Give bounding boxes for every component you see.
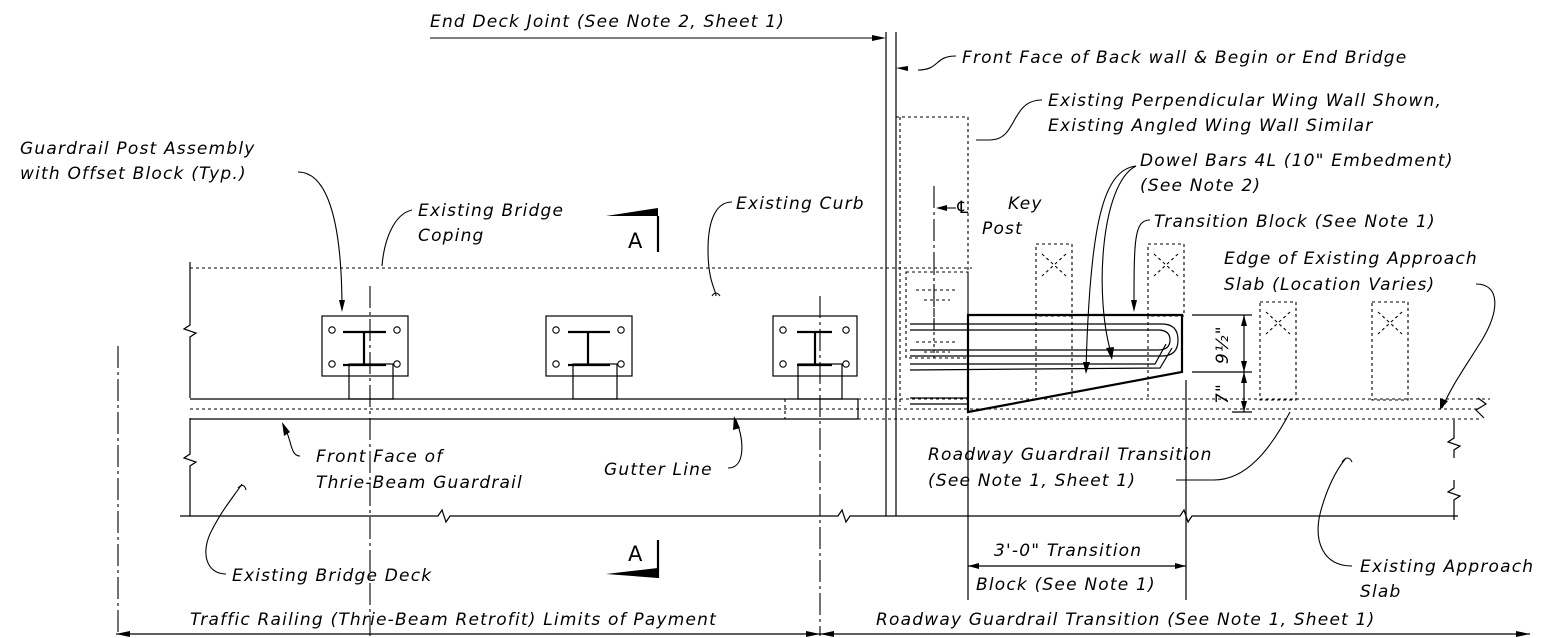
label-key-post-1: Key bbox=[1008, 194, 1043, 214]
existing-wing-wall bbox=[896, 116, 969, 406]
section-label-bottom: A bbox=[628, 542, 644, 566]
label-front-face-thrie-2: Thrie-Beam Guardrail bbox=[316, 473, 523, 493]
section-marker-bottom bbox=[606, 540, 660, 578]
label-wing-wall-1: Existing Perpendicular Wing Wall Shown, bbox=[1048, 91, 1442, 111]
label-dowel-bars-1: Dowel Bars 4L (10" Embedment) bbox=[1140, 151, 1454, 171]
approach-posts bbox=[1035, 243, 1409, 401]
label-gutter-line: Gutter Line bbox=[604, 460, 713, 480]
label-dowel-bars-2: (See Note 2) bbox=[1140, 176, 1261, 196]
label-key-post-2: Post bbox=[982, 219, 1023, 239]
label-existing-bridge-coping-2: Coping bbox=[418, 226, 485, 246]
label-front-face-thrie-1: Front Face of bbox=[316, 447, 445, 467]
dim-label-9-5: 9½" bbox=[1213, 325, 1233, 364]
vertical-dimensions bbox=[1192, 314, 1252, 413]
label-roadway-transition-bottom: Roadway Guardrail Transition (See Note 1… bbox=[876, 610, 1375, 630]
section-label-top: A bbox=[628, 229, 644, 253]
end-deck-joint bbox=[430, 32, 908, 516]
section-marker-top bbox=[606, 208, 660, 252]
label-front-face-backwall: Front Face of Back wall & Begin or End B… bbox=[962, 48, 1407, 68]
centerlines bbox=[117, 186, 935, 636]
guardrail-post-assembly-1 bbox=[321, 315, 409, 400]
label-edge-approach-1: Edge of Existing Approach bbox=[1224, 249, 1478, 269]
guardrail-post-assembly-2 bbox=[545, 315, 633, 400]
leader-lines bbox=[205, 55, 1496, 575]
label-roadway-transition-1: Roadway Guardrail Transition bbox=[928, 445, 1213, 465]
label-payment-limits: Traffic Railing (Thrie-Beam Retrofit) Li… bbox=[190, 610, 717, 630]
deck-break-lines bbox=[180, 262, 1458, 524]
approach-slab-edges bbox=[858, 397, 1490, 520]
annotations: End Deck Joint (See Note 2, Sheet 1) Fro… bbox=[20, 12, 1534, 630]
centerline-symbol: ℄ bbox=[955, 198, 971, 218]
label-transition-block: Transition Block (See Note 1) bbox=[1154, 212, 1436, 232]
label-existing-approach-slab-2: Slab bbox=[1360, 582, 1402, 602]
transition-block bbox=[909, 313, 1184, 414]
label-guardrail-post-2: with Offset Block (Typ.) bbox=[20, 164, 247, 184]
label-transition-dim-2: Block (See Note 1) bbox=[976, 575, 1156, 595]
label-roadway-transition-2: (See Note 1, Sheet 1) bbox=[928, 471, 1136, 491]
label-existing-curb: Existing Curb bbox=[736, 194, 865, 214]
label-existing-approach-slab-1: Existing Approach bbox=[1360, 557, 1534, 577]
key-post bbox=[916, 272, 958, 358]
label-existing-bridge-deck: Existing Bridge Deck bbox=[232, 566, 432, 586]
guardrail-post-assembly-3 bbox=[772, 315, 858, 400]
label-existing-bridge-coping-1: Existing Bridge bbox=[418, 201, 564, 221]
payment-limits-dimension bbox=[116, 631, 1530, 637]
dim-label-7: 7" bbox=[1213, 383, 1233, 404]
label-edge-approach-2: Slab (Location Varies) bbox=[1224, 275, 1435, 295]
label-guardrail-post-1: Guardrail Post Assembly bbox=[20, 139, 256, 159]
label-transition-dim-1: 3'-0" Transition bbox=[994, 541, 1142, 561]
label-end-deck-joint: End Deck Joint (See Note 2, Sheet 1) bbox=[430, 12, 785, 32]
transition-dimension bbox=[967, 380, 1187, 600]
thrie-beam-guardrail bbox=[190, 398, 1480, 420]
label-wing-wall-2: Existing Angled Wing Wall Similar bbox=[1048, 116, 1374, 136]
